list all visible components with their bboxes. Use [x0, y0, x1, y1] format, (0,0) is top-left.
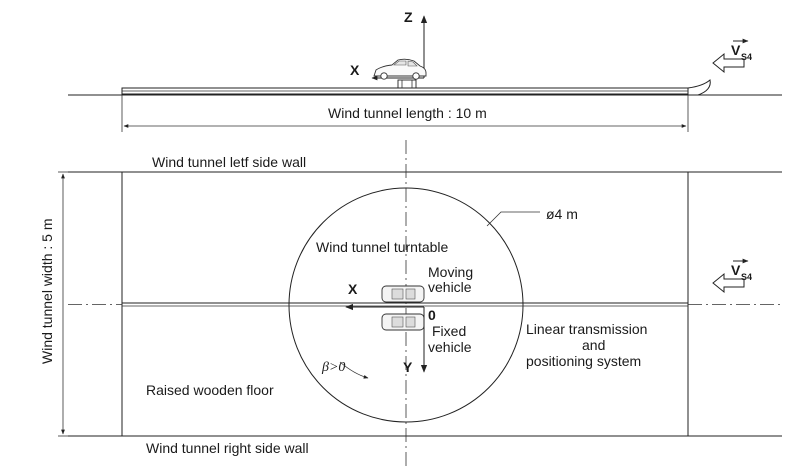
moving-vehicle-label-2: vehicle	[428, 279, 472, 295]
plan-x-axis-label: X	[348, 281, 358, 297]
plan-wind-label: V	[731, 262, 741, 278]
side-car-icon	[373, 58, 427, 80]
side-wind-arrow-icon	[712, 52, 745, 74]
origin-label: 0	[428, 307, 436, 323]
length-label-bg	[322, 104, 518, 122]
plan-wind-arrow-icon	[712, 272, 745, 294]
width-label: Wind tunnel width : 5 m	[39, 218, 55, 364]
side-car-support	[397, 79, 417, 89]
fixed-vehicle-icon	[381, 313, 425, 331]
side-x-axis-label: X	[350, 62, 360, 78]
plan-y-axis-label: Y	[403, 359, 413, 375]
beta-rotation-arrow	[339, 361, 369, 379]
side-nozzle-curve	[687, 79, 711, 96]
linear-system-label-1: Linear transmission	[526, 321, 647, 337]
diameter-label: ø4 m	[546, 206, 578, 222]
diameter-leader	[486, 211, 540, 227]
plan-view: Wind tunnel letf side wall Wind tunnel r…	[39, 140, 782, 470]
moving-vehicle-icon	[381, 285, 425, 303]
turntable-label: Wind tunnel turntable	[316, 239, 449, 255]
length-label: Wind tunnel length : 10 m	[328, 105, 487, 121]
side-wind-label: V	[731, 42, 741, 58]
fixed-vehicle-label-1: Fixed	[432, 323, 466, 339]
right-wall-label: Wind tunnel right side wall	[146, 440, 309, 456]
plan-wind-subscript: S4	[741, 272, 752, 282]
fixed-vehicle-label-2: vehicle	[428, 339, 472, 355]
linear-system-label-2: and	[582, 337, 605, 353]
beta-label: β>0	[321, 360, 345, 375]
left-wall-label: Wind tunnel letf side wall	[152, 154, 306, 170]
moving-vehicle-label-1: Moving	[428, 264, 473, 280]
z-axis-label: Z	[404, 9, 413, 25]
turntable-circle	[288, 187, 524, 423]
side-wind-subscript: S4	[741, 52, 752, 62]
raised-floor-label: Raised wooden floor	[146, 382, 274, 398]
linear-system-label-3: positioning system	[526, 353, 641, 369]
side-view: Z X V S4 Wind tunnel length : 10 m	[68, 9, 782, 132]
